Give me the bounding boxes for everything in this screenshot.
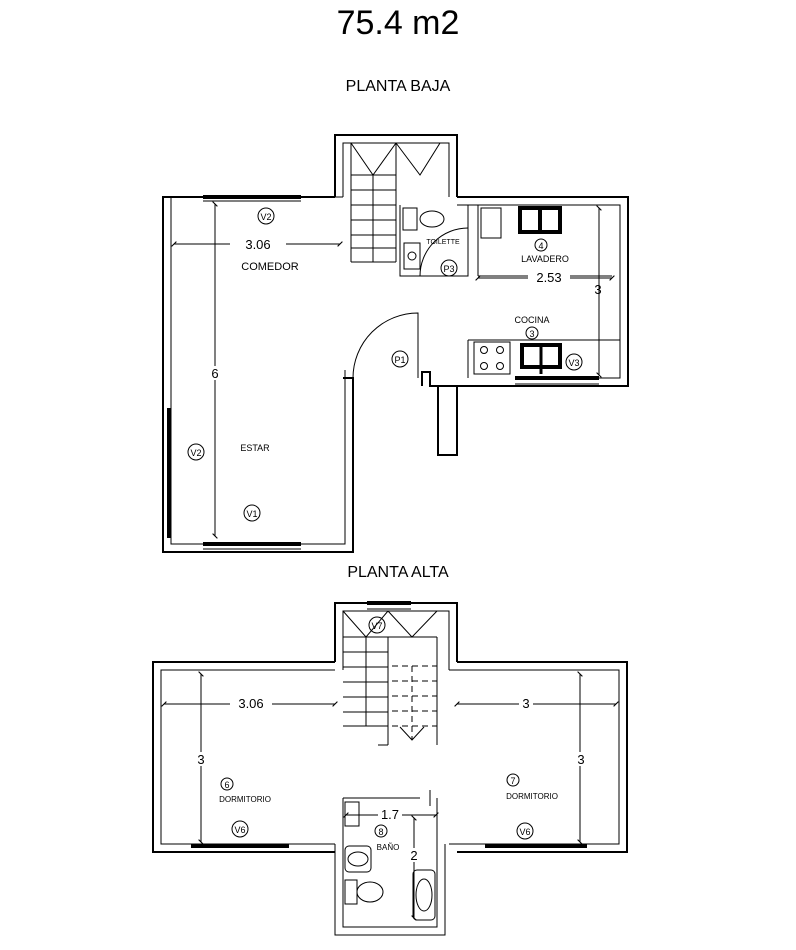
area-title: 75.4 m2 bbox=[336, 4, 460, 42]
ground-floor-title: PLANTA BAJA bbox=[345, 78, 451, 95]
upper-floor-stairs bbox=[342, 610, 438, 746]
ground-floor-tags bbox=[187, 207, 583, 522]
dim-comedor-width: 3.06 bbox=[245, 237, 270, 252]
upper-floor-title: PLANTA ALTA bbox=[347, 564, 449, 581]
room-number-dormitorio-left: 6 bbox=[224, 780, 229, 790]
door-p1-swing bbox=[352, 312, 419, 379]
tag-p3: P3 bbox=[443, 264, 454, 274]
dim-bano-depth: 2 bbox=[410, 848, 417, 863]
tag-v3: V3 bbox=[568, 358, 579, 368]
tag-p1: P1 bbox=[394, 355, 405, 365]
room-number-dormitorio-right: 7 bbox=[510, 776, 515, 786]
room-label-estar: ESTAR bbox=[240, 443, 270, 453]
room-label-comedor: COMEDOR bbox=[241, 261, 299, 273]
lavadero-fixtures bbox=[480, 206, 562, 239]
tag-v7: V7 bbox=[371, 621, 382, 631]
room-label-bano: BAÑO bbox=[377, 843, 400, 852]
ground-floor-windows bbox=[162, 195, 599, 550]
dim-lavadero-width: 2.53 bbox=[536, 270, 561, 285]
room-label-dormitorio-left: DORMITORIO bbox=[219, 795, 271, 804]
dim-estar-depth: 6 bbox=[211, 366, 218, 381]
dim-bano-width: 1.7 bbox=[381, 807, 399, 822]
ground-floor-plan bbox=[162, 134, 629, 553]
tag-v2-top: V2 bbox=[260, 212, 271, 222]
room-number-lavadero: 4 bbox=[538, 241, 543, 251]
room-label-cocina: COCINA bbox=[514, 315, 549, 325]
dim-kitchen-depth: 3 bbox=[594, 282, 601, 297]
upper-floor-tags bbox=[220, 616, 534, 840]
room-number-bano: 8 bbox=[378, 827, 383, 837]
upper-floor-windows bbox=[191, 601, 587, 853]
room-label-toilette: TOILETTE bbox=[426, 239, 460, 246]
tag-v6-right: V6 bbox=[519, 827, 530, 837]
kitchen-fixtures bbox=[473, 341, 562, 375]
dim-right-depth: 3 bbox=[577, 752, 584, 767]
room-label-dormitorio-right: DORMITORIO bbox=[506, 792, 558, 801]
room-label-lavadero: LAVADERO bbox=[521, 254, 569, 264]
toilette-fixtures bbox=[402, 207, 445, 270]
tag-v1: V1 bbox=[246, 509, 257, 519]
ground-floor-stairs bbox=[350, 142, 441, 263]
dim-right-width: 3 bbox=[522, 696, 529, 711]
tag-v6-left: V6 bbox=[234, 825, 245, 835]
upper-floor-plan bbox=[152, 601, 628, 936]
dim-left-depth: 3 bbox=[197, 752, 204, 767]
ground-floor-walls bbox=[162, 134, 629, 553]
tag-v2-side: V2 bbox=[190, 448, 201, 458]
room-number-cocina: 3 bbox=[529, 329, 534, 339]
dim-left-width: 3.06 bbox=[238, 696, 263, 711]
upper-floor-walls bbox=[152, 602, 628, 936]
door-p3-swing bbox=[419, 227, 469, 277]
